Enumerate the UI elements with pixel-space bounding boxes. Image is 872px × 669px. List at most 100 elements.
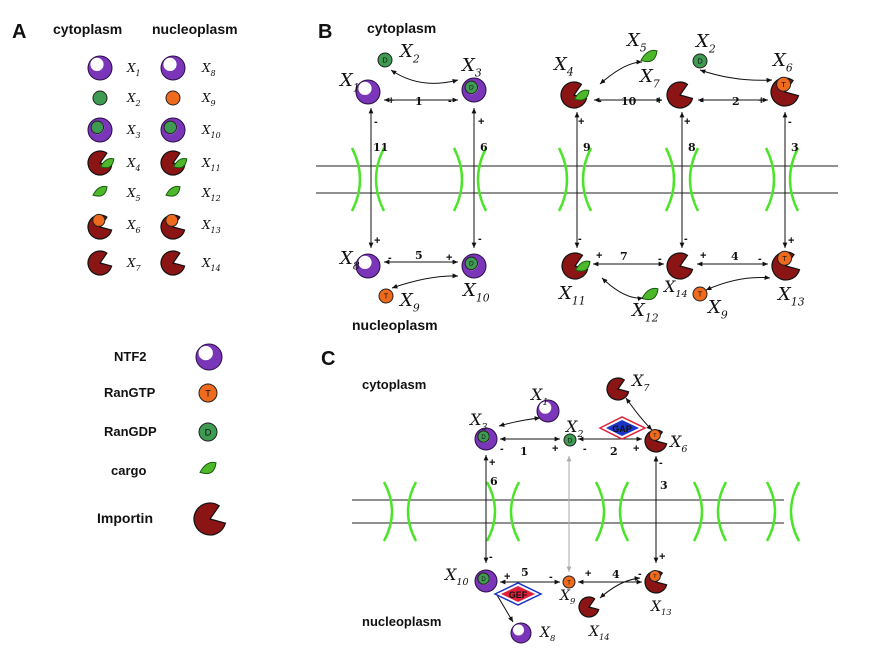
legend-label-rangtp: RanGTP [104,385,156,400]
nuclear-pore [618,481,630,542]
cargo-icon [640,49,658,63]
reaction-sign: + [478,116,484,128]
importin-icon [193,502,227,536]
reaction-sign: + [700,250,706,262]
rangtp-icon: T [648,428,661,441]
importin-cargo-icon [160,150,188,176]
reaction-1-number: 1 [415,95,423,108]
rangdp-icon: D [464,80,479,95]
species-label-left: X1 [126,61,141,78]
nuclear-pore [764,147,776,212]
reaction-sign: + [788,235,794,247]
reaction-sign: + [504,571,510,583]
ntf2-icon [510,622,532,644]
rangdp-icon [92,90,108,106]
species-label-right: X13 [201,218,221,235]
reaction-sign: - [578,233,582,245]
nuclear-pore [581,147,593,212]
ntf2-ran-complex-icon: D [461,253,487,279]
label-x11: X11 [557,283,586,307]
rangtp-icon [165,213,179,227]
species-label-left: X4 [126,156,141,173]
nuclear-pore [509,481,521,542]
rangtp-icon: T [648,569,661,582]
reaction-c5-release-arrow [496,594,514,623]
reaction-sign: - [388,252,392,264]
ran-letter: T [653,574,657,580]
importin-cargo-icon [560,81,590,109]
ran-letter: T [698,290,703,299]
importin-icon [578,596,600,618]
importin-icon [87,150,113,176]
rangdp-icon: D [198,422,218,442]
reaction-sign: + [489,457,495,469]
ran-letter: T [782,254,787,263]
reaction-9-number: 9 [583,141,591,154]
importin-ran-complex-icon: T [770,76,800,107]
ran-letter: T [205,388,211,399]
ntf2-icon [195,343,223,371]
reaction-8-number: 8 [688,141,696,154]
reaction-sign: - [788,116,792,128]
importin-icon [160,150,186,176]
label-c-x1: X1 [529,385,549,408]
ntf2-icon [87,55,113,81]
reaction-10-curve [599,59,643,85]
label-x9: X9 [398,290,420,314]
reaction-c4-number: 4 [612,568,620,581]
reaction-10-number: 10 [621,95,637,108]
reaction-sign: - [700,95,704,107]
reaction-c2-number: 2 [610,445,618,458]
ntf2-icon [355,79,381,105]
nuclear-pore [557,147,569,212]
reaction-sign: - [598,95,602,107]
rangtp-icon: T [198,383,218,403]
reaction-c2-curve [625,397,653,431]
reaction-sign: - [758,253,762,265]
reaction-sign: - [500,443,504,455]
reaction-sign: + [578,116,584,128]
reaction-sign: + [552,443,558,455]
importin-icon [606,377,630,401]
cargo-icon [573,89,590,101]
nuclear-pore [664,147,676,212]
reaction-c4-curve [599,576,641,599]
panel-b-nucleoplasm-label: nucleoplasm [352,317,438,333]
importin-ran-complex-icon: T [644,428,668,453]
label-x1: X1 [338,70,360,94]
importin-cargo-icon [87,150,115,176]
reaction-c1-curve [498,416,541,427]
rangtp-icon: T [777,250,793,266]
reaction-sign: + [446,252,452,264]
panel-c-nuclear-envelope [352,481,801,542]
species-label-left: X7 [126,256,142,273]
gap-enzyme-badge: GAP [598,416,647,440]
importin-icon [160,250,186,276]
label-c-x3: X3 [468,410,488,433]
panel-b-cytoplasm-label: cytoplasm [367,20,436,36]
ran-letter: D [481,435,486,441]
nuclear-pore [692,481,704,542]
label-c-x2: X2 [564,417,584,440]
reaction-7-curve [601,277,644,301]
nuclear-pore [452,147,464,212]
cargo-icon [199,461,217,475]
legend-label-rangdp: RanGDP [104,424,157,439]
label-c-x7: X7 [630,371,650,394]
panel-c-letter: C [321,348,335,370]
reaction-c6-number: 6 [490,475,498,488]
nuclear-pore [382,481,394,542]
reaction-sign: + [633,443,639,455]
reaction-sign: + [758,95,764,107]
label-x8: X8 [338,248,360,272]
reaction-7-number: 7 [620,250,628,263]
reaction-4-number: 4 [731,250,739,263]
rangtp-icon [92,213,106,227]
label-c-x14: X14 [588,624,610,642]
label-x13: X13 [776,284,805,308]
label-x2: X2 [398,41,420,65]
label-c-x6: X6 [668,432,688,455]
cargo-icon [574,260,591,272]
